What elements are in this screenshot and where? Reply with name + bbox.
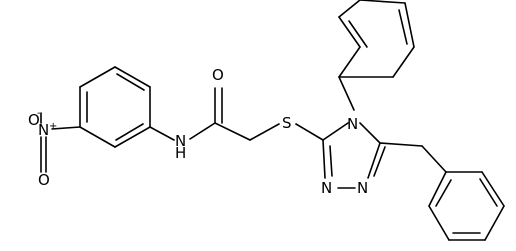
atom-label-triazole-n1: N (321, 179, 332, 197)
atom-label-nitro-nitrogen: N (38, 121, 49, 139)
atom-label-amide-nitrogen: N (175, 132, 186, 150)
atom-label-carbonyl-oxygen: O (212, 66, 224, 84)
minus-charge: - (37, 108, 41, 119)
benzyl-group (379, 142, 505, 241)
triazole-ring (322, 122, 386, 189)
atom-label-triazole-n2: N (357, 179, 368, 197)
atom-label-nitro-oxygen: O (38, 171, 50, 189)
atom-label-sulfur: S (282, 114, 292, 132)
atom-label-triazole-n4: N (347, 115, 358, 133)
amide-linker (149, 87, 324, 141)
nitro-group (40, 112, 81, 173)
n-phenyl-ring (338, 0, 415, 111)
atom-labels: O - N + O N H O S N N N (28, 66, 368, 197)
atom-label-nitro-oxygen-minus: O (28, 111, 40, 129)
atom-label-amide-hydrogen: H (175, 144, 186, 162)
plus-charge: + (49, 121, 57, 132)
nitrophenyl-ring (79, 66, 151, 148)
